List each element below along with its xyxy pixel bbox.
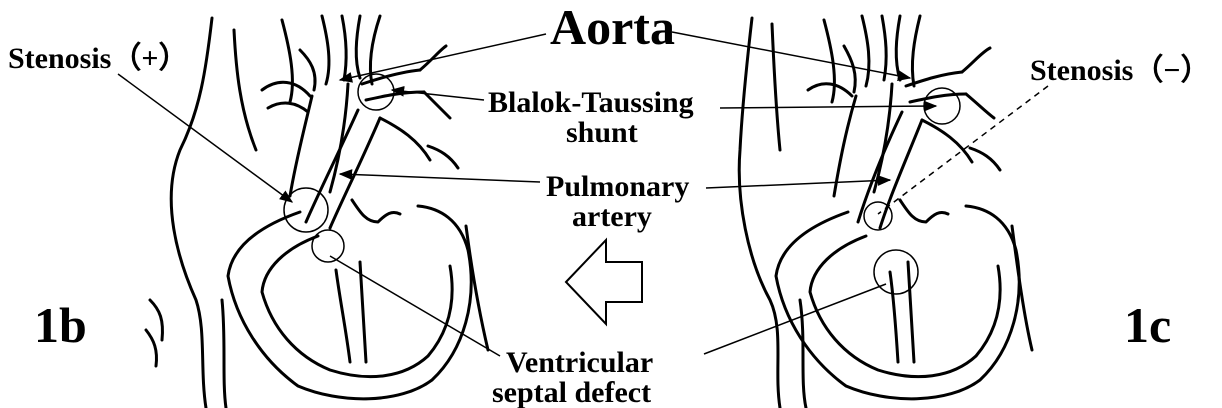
pulmonary-leader-right [706, 180, 890, 188]
shunt-leader-left [392, 90, 484, 100]
shunt-label-line2: shunt [566, 116, 638, 149]
aorta-leader-right [672, 32, 910, 78]
heart-1c [739, 16, 1032, 408]
pulmonary-leader-left [340, 174, 540, 182]
pulmonary-label-line1: Pulmonary [546, 170, 689, 203]
shunt-label-line1: Blalok-Taussing [488, 86, 694, 119]
transition-arrow-icon [566, 240, 642, 324]
stenosis-marker-1b [284, 188, 328, 232]
vsd-label-line2: septal defect [492, 376, 651, 408]
vsd-leader-left [330, 256, 500, 356]
aorta-label: Aorta [550, 0, 675, 55]
vsd-label-line1: Ventricular [506, 346, 653, 379]
shunt-leader-right [720, 106, 936, 108]
vsd-leader-right [704, 284, 886, 354]
stenosis-minus-label: Stenosis（−） [1030, 53, 1210, 87]
heart-1b [146, 16, 488, 408]
panel-label-1c: 1c [1124, 297, 1171, 353]
vsd-marker-1b [312, 230, 344, 262]
pulmonary-label-line2: artery [572, 200, 652, 233]
stenosis-plus-label: Stenosis（+） [8, 41, 188, 75]
stenosis-plus-leader [118, 74, 292, 202]
vsd-marker-1c [874, 250, 918, 294]
panel-label-1b: 1b [34, 297, 87, 353]
